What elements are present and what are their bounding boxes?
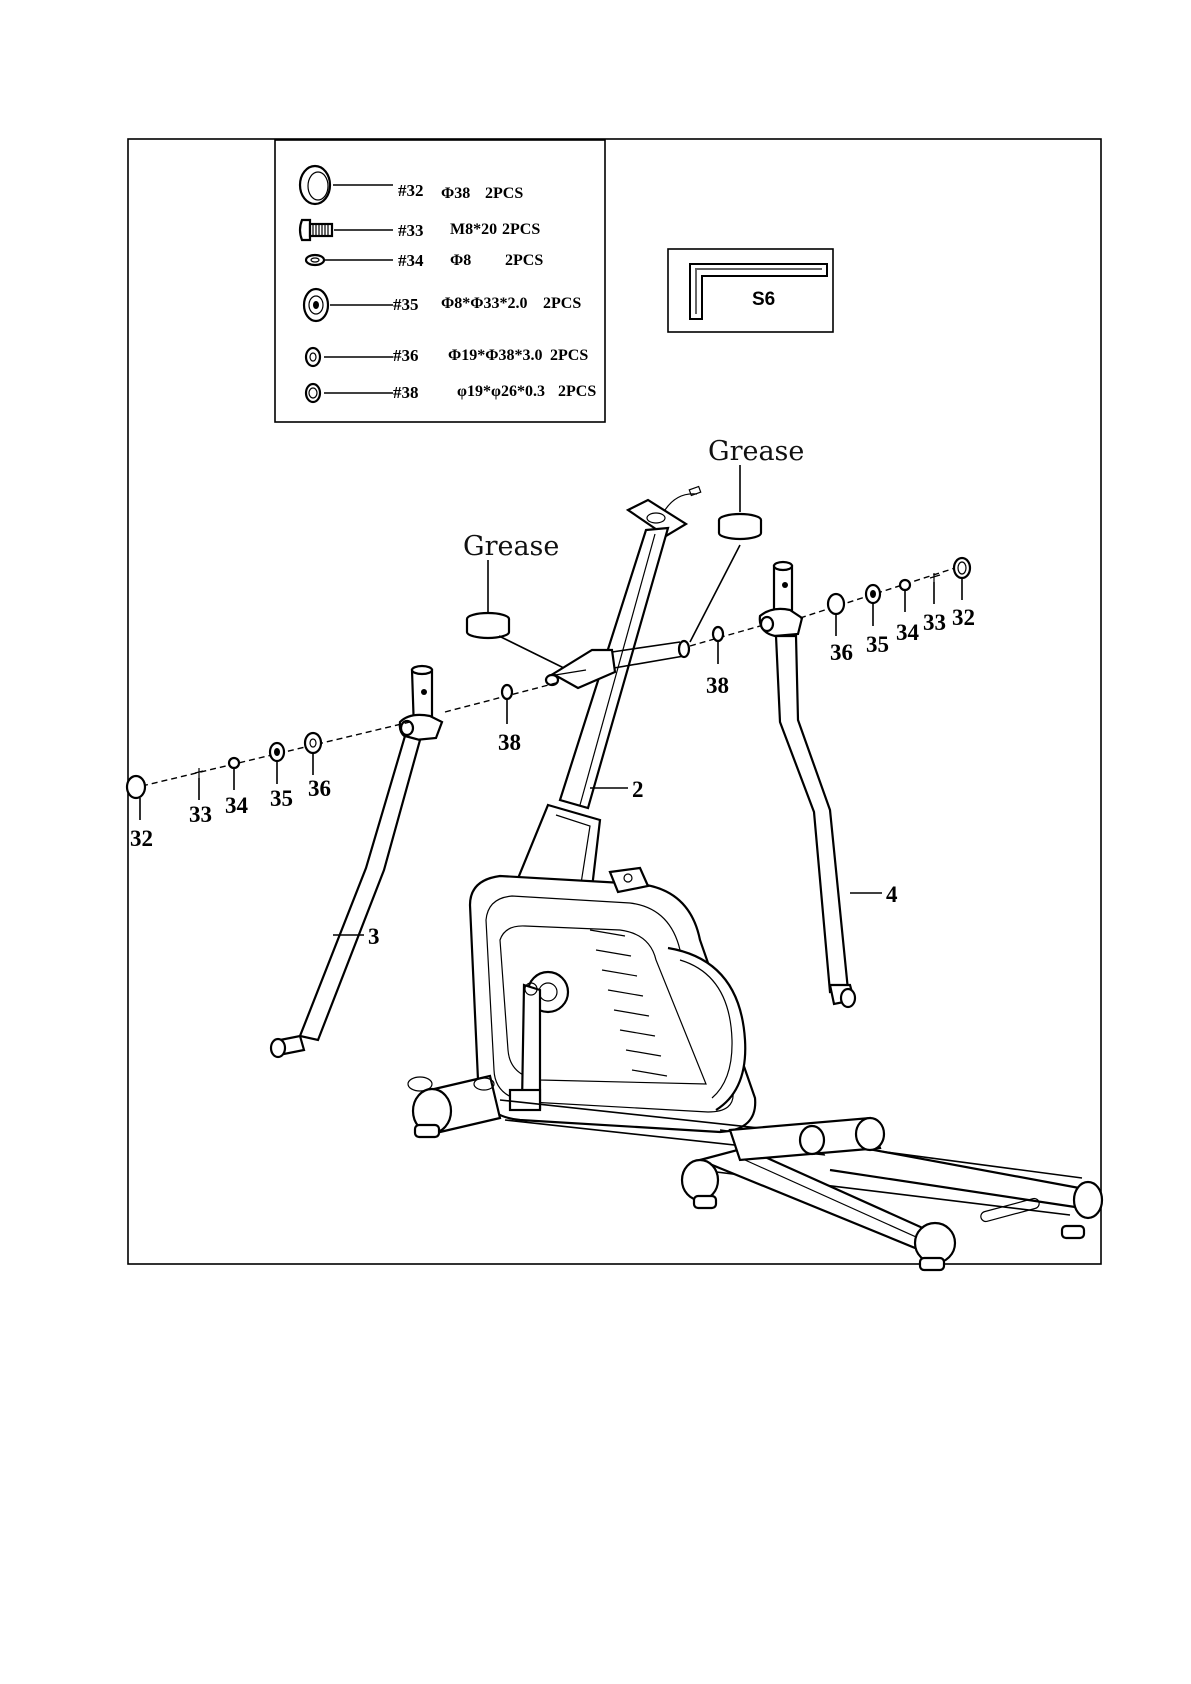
- callout-36-left: 36: [308, 776, 331, 801]
- thin-washer-icon: [713, 627, 723, 641]
- part-spec: Φ19*Φ38*3.0: [448, 347, 543, 364]
- callout-34-right: 34: [896, 620, 920, 645]
- part-id: #34: [398, 251, 424, 270]
- tool-label: S6: [752, 289, 775, 310]
- part-id: #32: [398, 181, 424, 200]
- callout-35-right: 35: [866, 632, 889, 657]
- grease-leader-left: [499, 636, 572, 672]
- spring-washer-icon: [900, 580, 910, 590]
- part-spec: M8*20: [450, 221, 497, 238]
- end-cap-icon: [954, 558, 970, 578]
- callout-35-left: 35: [270, 786, 293, 811]
- callout-33-left: 33: [189, 802, 212, 827]
- grease-tub-left: [467, 560, 509, 638]
- flywheel-housing: [470, 868, 755, 1132]
- part-spec: Φ38: [441, 185, 470, 202]
- pedal-mount: [510, 1090, 540, 1110]
- part-qty: 2PCS: [558, 383, 596, 400]
- parts-table: #32 Φ38 2PCS #33 M8*20 2PCS #34 Φ8: [275, 140, 605, 422]
- flat-washer-icon: [828, 594, 844, 614]
- flat-washer-icon: [305, 733, 321, 753]
- callout-33-right: 33: [923, 610, 946, 635]
- part-spec: Φ8: [450, 252, 471, 269]
- callout-32-right: 32: [952, 605, 975, 630]
- part-qty: 2PCS: [543, 295, 581, 312]
- part-spec: Φ8*Φ33*2.0: [441, 295, 528, 312]
- spring-washer-icon: [306, 255, 324, 265]
- grease-label-left: Grease: [463, 531, 559, 562]
- part-qty: 2PCS: [502, 221, 540, 238]
- left-arm: [271, 666, 442, 1057]
- tool-box: S6: [668, 249, 833, 332]
- part-id: #38: [393, 383, 419, 402]
- bolt-icon: [195, 768, 203, 778]
- thin-washer-icon: [306, 384, 320, 402]
- callout-main-post: 2: [632, 777, 644, 802]
- end-cap-icon: [127, 776, 145, 798]
- end-cap-icon: [300, 166, 330, 204]
- flat-washer-icon: [306, 348, 320, 366]
- callout-38-right: 38: [706, 673, 729, 698]
- axle-line-right: [690, 626, 760, 646]
- thin-washer-icon: [502, 685, 512, 699]
- large-washer-icon: [304, 289, 328, 321]
- part-id: #36: [393, 346, 419, 365]
- part-id: #35: [393, 295, 419, 314]
- part-id: #33: [398, 221, 424, 240]
- bolt-icon: [300, 220, 332, 240]
- part-qty: 2PCS: [550, 347, 588, 364]
- right-arm: [760, 562, 855, 1007]
- spring-washer-icon: [229, 758, 239, 768]
- callout-left-arm: 3: [368, 924, 380, 949]
- grease-tub-right: [719, 465, 761, 539]
- callout-right-arm: 4: [886, 882, 898, 907]
- part-qty: 2PCS: [485, 185, 523, 202]
- grease-label-right: Grease: [708, 436, 804, 467]
- callout-32-left: 32: [130, 826, 153, 851]
- callout-34-left: 34: [225, 793, 249, 818]
- callout-36-right: 36: [830, 640, 853, 665]
- part-qty: 2PCS: [505, 252, 543, 269]
- callout-38-left: 38: [498, 730, 521, 755]
- part-spec: φ19*φ26*0.3: [457, 383, 545, 400]
